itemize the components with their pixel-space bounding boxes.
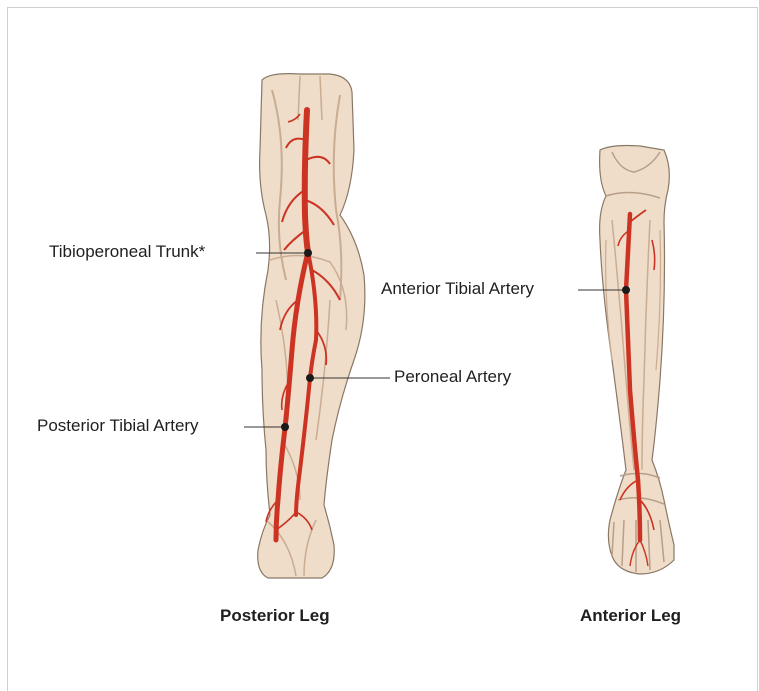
anterior-leg-caption: Anterior Leg — [580, 606, 681, 626]
posterior-leg-illustration — [258, 74, 365, 578]
anterior-tibial-artery-marker — [622, 286, 630, 294]
posterior-leg-caption: Posterior Leg — [220, 606, 330, 626]
anterior-tibial-artery-label: Anterior Tibial Artery — [381, 279, 534, 299]
anterior-leg-silhouette — [600, 146, 674, 575]
peroneal-artery-marker — [306, 374, 314, 382]
posterior-tibial-artery-marker — [281, 423, 289, 431]
posterior-leg-silhouette — [258, 74, 365, 578]
posterior-tibial-artery-label: Posterior Tibial Artery — [37, 416, 199, 436]
peroneal-artery-label: Peroneal Artery — [394, 367, 511, 387]
anterior-leg-illustration — [600, 146, 674, 575]
tibioperoneal-trunk-label: Tibioperoneal Trunk* — [49, 242, 205, 262]
tibioperoneal-trunk-marker — [304, 249, 312, 257]
